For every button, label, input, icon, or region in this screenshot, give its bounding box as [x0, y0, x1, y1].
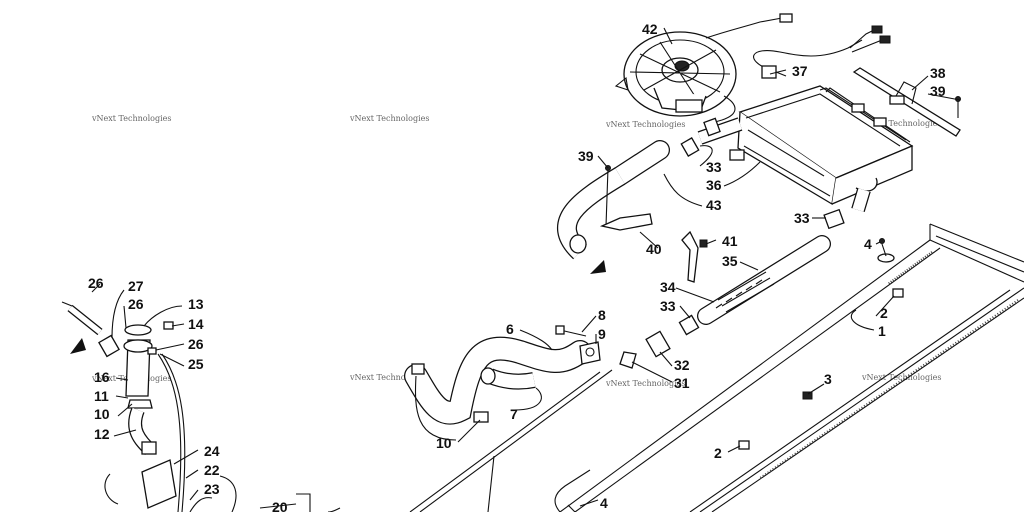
- callout-35: 35: [722, 253, 738, 269]
- callout-32: 32: [674, 357, 690, 373]
- callout-6: 6: [506, 321, 514, 337]
- watermark: vNext Technologies: [605, 379, 685, 388]
- callout-22: 22: [204, 462, 220, 478]
- callout-40: 40: [646, 241, 662, 257]
- heat-exchanger-tube: [645, 235, 831, 358]
- callout-13: 13: [188, 296, 204, 312]
- watermark: vNext Technologies: [605, 120, 685, 129]
- callout-33: 33: [660, 298, 676, 314]
- radiator: [729, 85, 914, 206]
- callout-33: 33: [794, 210, 810, 226]
- callout-16: 16: [94, 369, 110, 385]
- callout-39: 39: [578, 148, 594, 164]
- callout-12: 12: [94, 426, 110, 442]
- callout-23: 23: [204, 481, 220, 497]
- callout-31: 31: [674, 375, 690, 391]
- callout-1: 1: [878, 323, 886, 339]
- callout-10: 10: [436, 435, 452, 451]
- callout-41: 41: [722, 233, 738, 249]
- direction-arrow: [70, 338, 86, 354]
- callout-34: 34: [660, 279, 676, 295]
- callout-26: 26: [128, 296, 144, 312]
- callout-26: 26: [188, 336, 204, 352]
- callout-3: 3: [824, 371, 832, 387]
- direction-arrow: [590, 260, 606, 274]
- callout-33: 33: [706, 159, 722, 175]
- callout-2: 2: [880, 305, 888, 321]
- callout-4: 4: [864, 236, 872, 252]
- callout-38: 38: [930, 65, 946, 81]
- tunnel-rail-assembly: [554, 223, 1024, 512]
- radiator-bracket: [852, 67, 961, 137]
- callout-numbers: 42 37 38 39 39 33 36 43 33 40 41 35 34 3…: [88, 21, 946, 512]
- callout-20: 20: [272, 499, 288, 512]
- upper-coolant-hoses: [557, 117, 871, 260]
- callout-8: 8: [598, 307, 606, 323]
- leader-lines: [91, 27, 961, 509]
- watermark: vNext Technologies: [349, 114, 429, 123]
- callout-24: 24: [204, 443, 220, 459]
- temp-sensor-harness: [753, 25, 891, 79]
- callout-27: 27: [128, 278, 144, 294]
- watermark: vNext Technologies: [861, 373, 941, 382]
- coolant-reservoir-assembly: [61, 301, 311, 512]
- hose-assembly-6: [404, 325, 637, 425]
- watermark: vNext Technologies: [91, 114, 171, 123]
- callout-11: 11: [94, 388, 109, 404]
- callout-4: 4: [600, 495, 608, 511]
- bracket-40-41: [681, 230, 708, 283]
- callout-43: 43: [706, 197, 722, 213]
- callout-25: 25: [188, 356, 204, 372]
- callout-36: 36: [706, 177, 722, 193]
- callout-26: 26: [88, 275, 104, 291]
- watermark: vNext Technologies: [349, 373, 429, 382]
- callout-37: 37: [792, 63, 808, 79]
- lower-coolant-line: [327, 369, 613, 512]
- callout-10: 10: [94, 406, 110, 422]
- callout-9: 9: [598, 326, 606, 342]
- callout-42: 42: [642, 21, 658, 37]
- callout-39: 39: [930, 83, 946, 99]
- callout-2: 2: [714, 445, 722, 461]
- callout-14: 14: [188, 316, 204, 332]
- callout-7: 7: [510, 406, 518, 422]
- cooling-fan: [614, 13, 793, 125]
- watermark: vNext Technologies: [861, 119, 941, 128]
